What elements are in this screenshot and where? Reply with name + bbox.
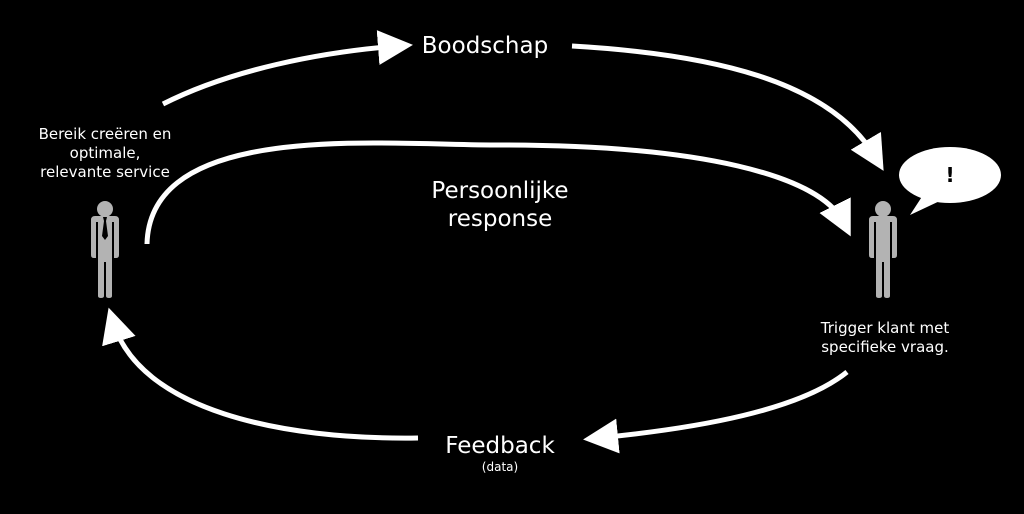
feedback-label: Feedback xyxy=(445,433,555,459)
message-label: Boodschap xyxy=(421,33,549,59)
arrow-to-message xyxy=(161,30,413,107)
speech-bubble-icon: ! xyxy=(899,147,1001,215)
arrow-message-to-customer xyxy=(571,43,884,171)
feedback-sublabel: (data) xyxy=(481,460,519,474)
arrow-feedback-to-left xyxy=(102,307,419,441)
businessman-icon xyxy=(91,201,119,298)
speech-bubble-text: ! xyxy=(945,163,954,187)
right-caption: Trigger klant met specifieke vraag. xyxy=(820,319,950,356)
response-label: Persoonlijke response xyxy=(431,178,569,232)
arrow-response xyxy=(144,140,851,245)
arrow-customer-to-feedback xyxy=(583,370,849,454)
customer-icon xyxy=(869,201,897,298)
left-caption: Bereik creëren en optimale, relevante se… xyxy=(38,125,172,181)
